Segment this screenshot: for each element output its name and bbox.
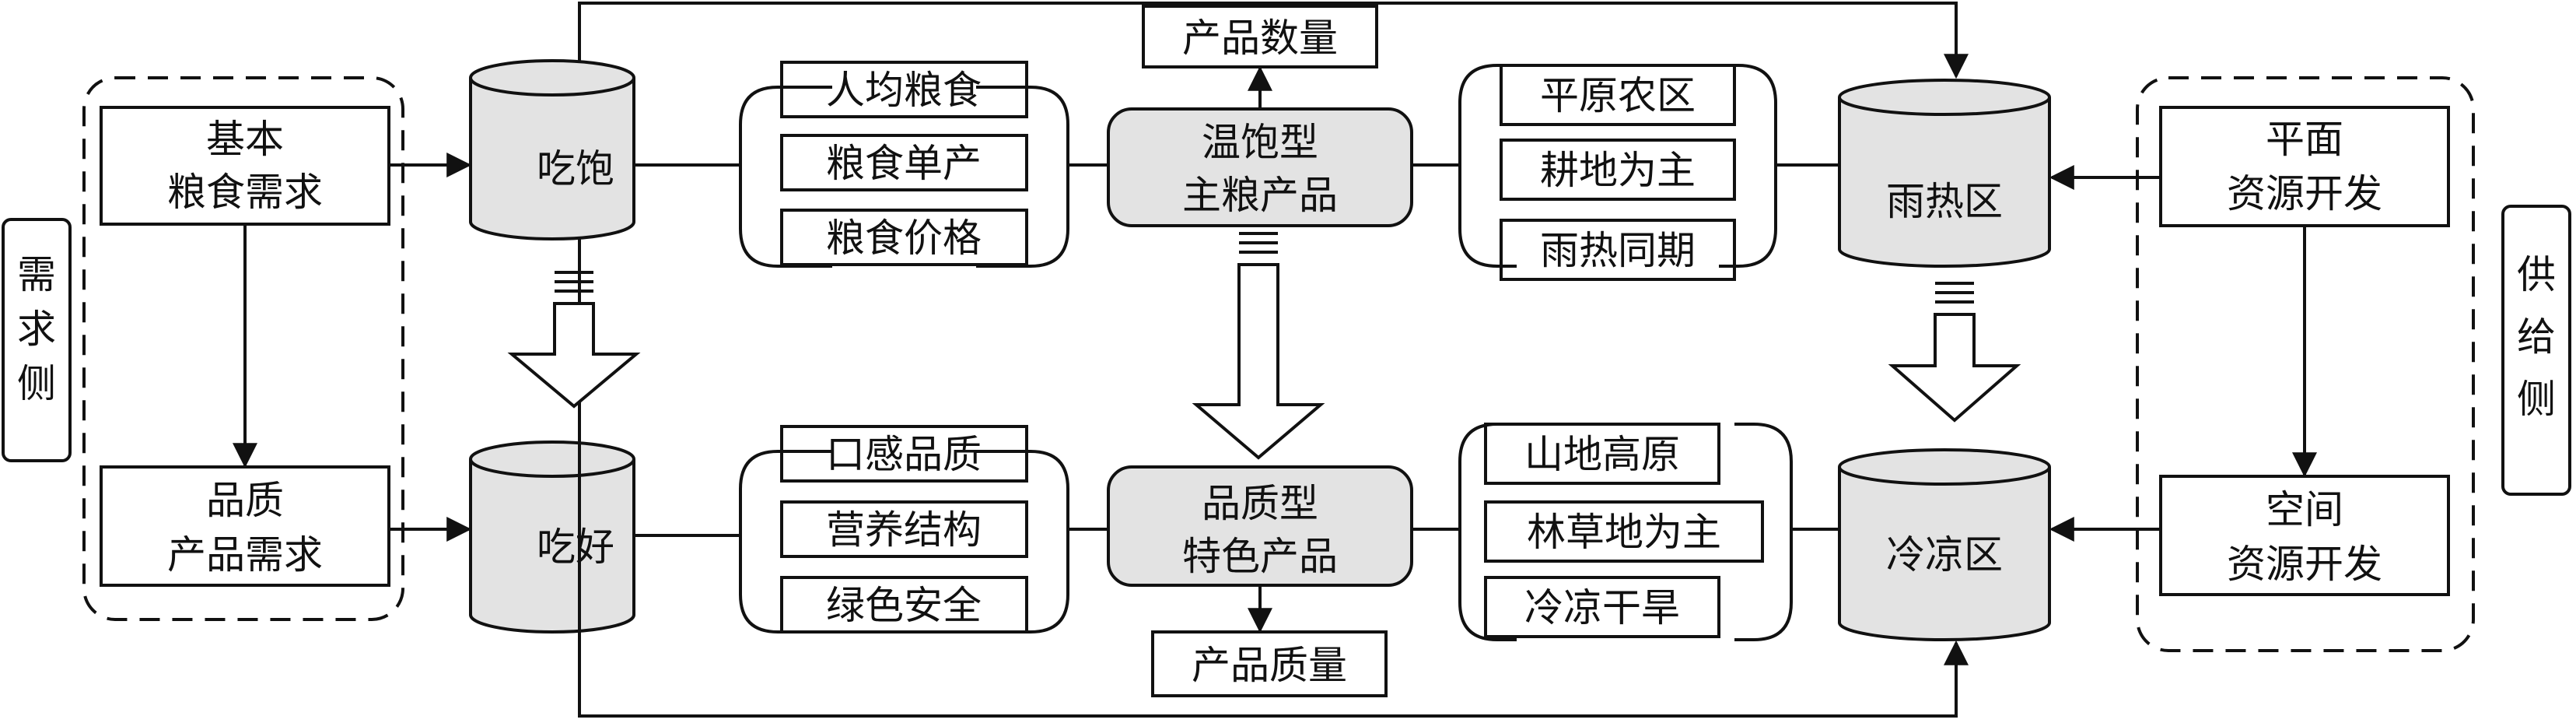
demand-group-frame xyxy=(82,76,404,621)
svg-text:品质: 品质 xyxy=(206,478,284,523)
transition-arrow-product xyxy=(1192,232,1325,460)
svg-text:资源开发: 资源开发 xyxy=(2227,171,2382,216)
svg-text:资源开发: 资源开发 xyxy=(2227,542,2382,587)
svg-text:林草地为主: 林草地为主 xyxy=(1527,510,1721,555)
plane-resource-dev-box: 平面 资源开发 xyxy=(2159,106,2450,227)
transition-arrow-zone xyxy=(1888,282,2021,423)
eat-full-cylinder: 吃饱 xyxy=(469,59,635,240)
grain-price-box: 粮食价格 xyxy=(780,209,1028,266)
svg-text:山地高原: 山地高原 xyxy=(1524,432,1680,477)
svg-text:营养结构: 营养结构 xyxy=(826,507,982,553)
green-safety-box: 绿色安全 xyxy=(780,576,1028,634)
svg-text:需: 需 xyxy=(17,252,56,297)
svg-text:给: 给 xyxy=(2517,314,2556,360)
svg-text:基本: 基本 xyxy=(206,117,284,162)
staple-product-box: 温饱型 主粮产品 xyxy=(1107,107,1413,227)
demand-side-label: 需 求 侧 xyxy=(2,218,72,462)
svg-text:产品数量: 产品数量 xyxy=(1182,16,1338,61)
supply-side-label: 供 给 侧 xyxy=(2501,205,2571,496)
svg-text:吃饱: 吃饱 xyxy=(537,146,614,191)
nutrition-structure-box: 营养结构 xyxy=(780,500,1028,558)
transition-arrow-eat xyxy=(507,271,641,409)
taste-quality-box: 口感品质 xyxy=(780,425,1028,483)
svg-text:侧: 侧 xyxy=(17,361,56,406)
arable-land-box: 耕地为主 xyxy=(1500,139,1736,201)
specialty-product-box: 品质型 特色产品 xyxy=(1107,465,1413,587)
svg-text:温饱型: 温饱型 xyxy=(1202,120,1318,165)
forest-grass-box: 林草地为主 xyxy=(1484,500,1764,563)
plain-farming-box: 平原农区 xyxy=(1500,64,1736,126)
product-quantity-box: 产品数量 xyxy=(1142,5,1378,68)
supply-group-frame xyxy=(2136,76,2475,652)
svg-text:主粮产品: 主粮产品 xyxy=(1182,173,1338,218)
svg-text:产品需求: 产品需求 xyxy=(167,532,323,577)
basic-food-demand-box: 基本 粮食需求 xyxy=(100,106,390,226)
svg-text:吃好: 吃好 xyxy=(537,525,614,570)
svg-text:产品质量: 产品质量 xyxy=(1192,643,1347,688)
svg-text:耕地为主: 耕地为主 xyxy=(1540,148,1696,193)
top-factors-bracket xyxy=(739,86,1069,268)
svg-text:雨热区: 雨热区 xyxy=(1886,179,2003,224)
rain-heat-zone-cylinder: 雨热区 xyxy=(1838,79,2051,268)
svg-text:粮食价格: 粮食价格 xyxy=(826,216,982,261)
rain-heat-sync-box: 雨热同期 xyxy=(1500,219,1736,281)
svg-text:冷凉干旱: 冷凉干旱 xyxy=(1524,585,1680,630)
bottom-factors-bracket xyxy=(739,450,1069,634)
svg-text:平原农区: 平原农区 xyxy=(1540,73,1696,118)
bottom-conditions-bracket xyxy=(1458,423,1793,641)
svg-text:空间: 空间 xyxy=(2266,487,2343,532)
svg-text:人均粮食: 人均粮食 xyxy=(826,68,982,113)
connector-lines xyxy=(233,2,2317,718)
per-capita-grain-box: 人均粮食 xyxy=(780,61,1028,118)
svg-text:求: 求 xyxy=(17,307,56,352)
svg-text:冷凉区: 冷凉区 xyxy=(1886,532,2003,577)
svg-text:口感品质: 口感品质 xyxy=(826,432,982,477)
quality-product-demand-box: 品质 产品需求 xyxy=(100,465,390,587)
eat-well-cylinder: 吃好 xyxy=(469,440,635,634)
svg-text:侧: 侧 xyxy=(2517,377,2556,422)
svg-text:供: 供 xyxy=(2517,252,2556,297)
grain-yield-box: 粮食单产 xyxy=(780,134,1028,191)
svg-text:品质型: 品质型 xyxy=(1202,481,1318,526)
space-resource-dev-box: 空间 资源开发 xyxy=(2159,475,2450,596)
svg-text:特色产品: 特色产品 xyxy=(1182,534,1338,579)
svg-text:雨热同期: 雨热同期 xyxy=(1540,228,1696,273)
cold-dry-box: 冷凉干旱 xyxy=(1484,576,1720,638)
svg-text:绿色安全: 绿色安全 xyxy=(826,583,982,628)
svg-text:粮食单产: 粮食单产 xyxy=(826,141,982,186)
svg-text:平面: 平面 xyxy=(2266,117,2343,162)
product-quality-box: 产品质量 xyxy=(1151,630,1388,697)
mountain-plateau-box: 山地高原 xyxy=(1484,423,1720,485)
cool-zone-cylinder: 冷凉区 xyxy=(1838,448,2051,641)
svg-text:粮食需求: 粮食需求 xyxy=(167,170,323,215)
